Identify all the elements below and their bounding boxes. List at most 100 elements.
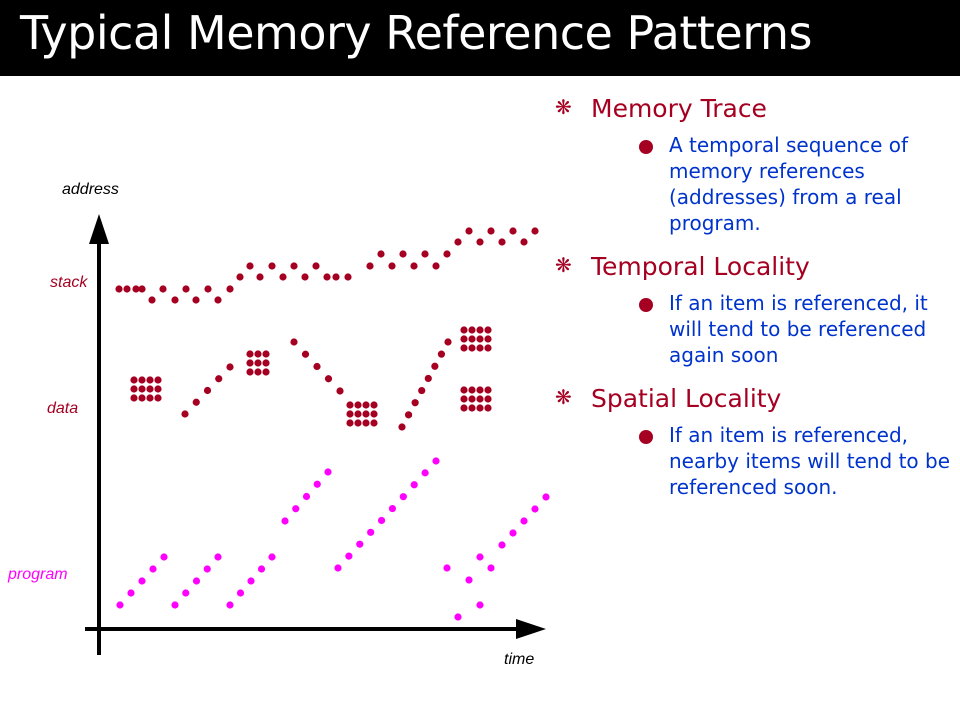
program-reference-dot — [313, 480, 321, 488]
stack-reference-dot — [192, 296, 200, 304]
stack-reference-dot — [454, 238, 462, 246]
data-reference-dot — [154, 394, 162, 402]
program-reference-dot — [421, 469, 429, 477]
stack-references — [115, 227, 539, 304]
data-reference-dot — [460, 395, 468, 403]
program-reference-dot — [247, 577, 255, 585]
stack-reference-dot — [204, 285, 212, 293]
stack-reference-dot — [377, 250, 385, 258]
stack-reference-dot — [279, 273, 287, 281]
program-reference-dot — [465, 576, 473, 584]
program-reference-dot — [388, 504, 397, 513]
program-reference-dot — [203, 565, 211, 573]
program-reference-dot — [149, 565, 157, 573]
program-reference-dot — [257, 565, 266, 573]
data-reference-dot — [354, 401, 362, 409]
bullet-marker-icon: ❋ — [555, 95, 572, 119]
program-reference-dot — [138, 577, 146, 585]
program-reference-dot — [432, 457, 440, 465]
data-reference-dot — [130, 394, 138, 402]
program-reference-dot — [487, 564, 495, 572]
stack-reference-dot — [421, 250, 429, 258]
bullet-marker-icon: ❋ — [555, 385, 572, 409]
program-reference-dot — [476, 601, 484, 609]
stack-reference-dot — [520, 238, 528, 246]
stack-reference-dot — [171, 296, 179, 304]
data-reference-dot — [411, 399, 419, 407]
stack-reference-dot — [312, 262, 320, 270]
data-reference-dot — [476, 326, 484, 334]
data-reference-dot — [254, 359, 262, 367]
axes — [85, 214, 546, 655]
data-reference-dot — [484, 344, 492, 352]
data-reference-dot — [484, 326, 492, 334]
program-reference-dot — [377, 516, 386, 525]
program-reference-dot — [226, 601, 234, 609]
x-axis-arrow — [516, 619, 546, 639]
stack-reference-dot — [256, 273, 264, 281]
program-reference-dot — [281, 517, 289, 525]
data-reference-dot — [254, 368, 262, 376]
data-reference-dot — [146, 385, 154, 393]
program-reference-dot — [509, 529, 517, 537]
data-reference-dot — [146, 376, 154, 384]
data-reference-dot — [203, 386, 212, 395]
data-reference-dot — [138, 385, 146, 393]
bullet-heading: Spatial Locality — [591, 384, 782, 413]
data-reference-dot — [246, 368, 254, 376]
data-reference-dot — [484, 395, 492, 403]
data-reference-dot — [460, 404, 468, 412]
stack-reference-dot — [498, 238, 506, 246]
data-reference-dot — [476, 344, 484, 352]
stack-reference-dot — [332, 273, 340, 281]
data-reference-dot — [146, 394, 154, 402]
data-reference-dot — [476, 386, 484, 394]
data-reference-dot — [484, 404, 492, 412]
program-reference-dot — [127, 589, 135, 597]
bullet-spatial-locality: ❋ Spatial Locality If an item is referen… — [555, 382, 955, 500]
region-label-program: program — [8, 566, 68, 583]
data-reference-dot — [484, 386, 492, 394]
stack-reference-dot — [236, 273, 244, 281]
program-reference-dot — [454, 613, 462, 621]
slide-title: Typical Memory Reference Patterns — [20, 6, 812, 60]
data-reference-dot — [226, 363, 234, 371]
data-reference-dot — [484, 335, 492, 343]
data-reference-dot — [130, 385, 138, 393]
stack-reference-dot — [159, 285, 167, 293]
data-reference-dot — [468, 344, 476, 352]
data-reference-dot — [398, 423, 406, 431]
data-reference-dot — [138, 394, 146, 402]
data-reference-dot — [246, 350, 254, 358]
data-reference-dot — [424, 374, 432, 383]
program-reference-dot — [356, 540, 364, 548]
stack-reference-dot — [301, 273, 309, 281]
y-axis-arrow — [89, 214, 109, 244]
stack-reference-dot — [366, 262, 374, 270]
data-reference-dot — [313, 362, 321, 371]
program-reference-dot — [171, 601, 179, 609]
program-reference-dot — [399, 493, 407, 501]
data-reference-dot — [476, 395, 484, 403]
x-axis-label: time — [504, 651, 535, 668]
data-reference-dot — [460, 335, 468, 343]
program-reference-dot — [367, 528, 375, 536]
data-reference-dot — [362, 419, 370, 427]
data-reference-dot — [468, 335, 476, 343]
data-reference-dot — [362, 401, 370, 409]
data-reference-dot — [354, 410, 362, 418]
stack-reference-dot — [132, 285, 140, 293]
stack-reference-dot — [531, 227, 539, 235]
data-reference-dot — [354, 419, 362, 427]
stack-reference-dot — [432, 262, 440, 270]
data-reference-dot — [346, 419, 354, 427]
data-reference-dot — [246, 359, 254, 367]
data-reference-dot — [290, 338, 298, 346]
stack-reference-dot — [214, 296, 222, 304]
program-reference-dot — [302, 492, 311, 501]
bullet-temporal-locality: ❋ Temporal Locality If an item is refere… — [555, 250, 955, 368]
data-reference-dot — [215, 375, 223, 383]
data-reference-dot — [262, 359, 270, 367]
data-reference-dot — [460, 344, 468, 352]
stack-reference-dot — [246, 262, 254, 270]
